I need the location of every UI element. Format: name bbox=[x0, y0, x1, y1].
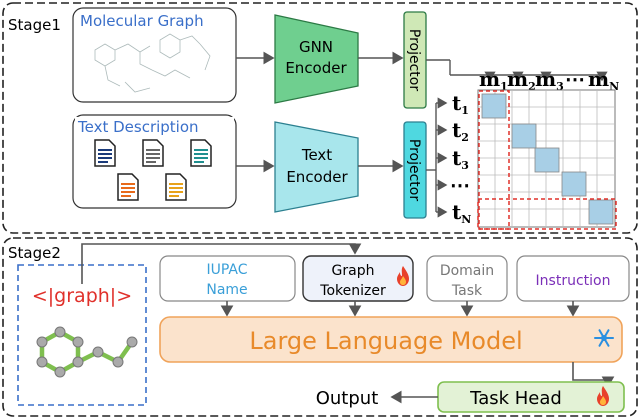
m-label-3: m3 bbox=[535, 67, 564, 93]
text-encoder-line1: Text bbox=[301, 146, 332, 164]
gnn-encoder-line1: GNN bbox=[299, 38, 333, 56]
llm-label: Large Language Model bbox=[249, 327, 522, 355]
stage2-frame bbox=[2, 237, 638, 417]
llm-box bbox=[159, 316, 623, 363]
document-icon bbox=[142, 139, 164, 167]
domain-task-line1: Domain bbox=[440, 263, 494, 279]
input-to-llm-arrows bbox=[220, 301, 580, 317]
instruction-label: Instruction bbox=[536, 273, 611, 289]
arrow-graph-to-tokenizer bbox=[81, 243, 362, 284]
document-icon bbox=[94, 139, 116, 167]
diag-cell bbox=[534, 147, 560, 173]
graph-branch-arrows bbox=[426, 59, 608, 82]
fire-icon bbox=[597, 386, 609, 406]
text-encoder-line2: Encoder bbox=[286, 168, 348, 186]
m-label-dots: ⋯ bbox=[565, 67, 585, 91]
t-label-1: t1 bbox=[452, 91, 469, 117]
graph-tokenizer-line2: Tokenizer bbox=[319, 283, 386, 299]
domain-task-line2: Task bbox=[451, 283, 483, 299]
gnn-encoder bbox=[274, 14, 359, 104]
molecular-graph-box bbox=[72, 7, 237, 103]
text-projector-label: Projector bbox=[406, 139, 422, 201]
fire-icon bbox=[397, 266, 409, 286]
t-label-dots: ⋯ bbox=[450, 173, 470, 197]
t-label-n: tN bbox=[452, 200, 471, 226]
similarity-matrix bbox=[477, 89, 617, 230]
iupac-line2: Name bbox=[206, 282, 247, 298]
diag-cell bbox=[511, 123, 537, 149]
graph-projector-label: Projector bbox=[406, 29, 422, 91]
diag-cell bbox=[481, 93, 507, 119]
text-description-title: Text Description bbox=[77, 118, 199, 136]
diag-cell bbox=[588, 199, 614, 225]
stage2-label: Stage2 bbox=[8, 244, 61, 262]
m-label-1: m1 bbox=[479, 67, 508, 93]
graph-token-label: <|graph|> bbox=[32, 285, 132, 307]
t-labels: t1 t2 t3 ⋯ tN bbox=[450, 91, 471, 226]
stage1-frame bbox=[2, 2, 638, 234]
task-head-label: Task Head bbox=[469, 388, 562, 409]
molecular-graph-title: Molecular Graph bbox=[80, 12, 204, 30]
text-branch-arrows bbox=[426, 97, 448, 218]
document-icon bbox=[190, 139, 212, 167]
t-label-3: t3 bbox=[452, 146, 469, 172]
m-label-2: m2 bbox=[507, 67, 536, 93]
gnn-encoder-line2: Encoder bbox=[285, 59, 347, 77]
molecule-sketch-icon bbox=[94, 33, 211, 93]
graph-tokenizer-box bbox=[302, 255, 414, 302]
iupac-line1: IUPAC bbox=[206, 262, 247, 278]
snowflake-icon bbox=[594, 329, 614, 347]
document-icon bbox=[165, 173, 187, 201]
molecule-atoms bbox=[36, 326, 138, 378]
graph-tokenizer-line1: Graph bbox=[332, 263, 375, 279]
document-icons bbox=[94, 139, 212, 201]
output-label: Output bbox=[316, 388, 379, 409]
diag-cell bbox=[561, 171, 587, 197]
t-label-2: t2 bbox=[452, 118, 469, 144]
stage1-label: Stage1 bbox=[8, 16, 61, 34]
text-encoder bbox=[274, 121, 359, 213]
m-labels: m1 m2 m3 ⋯ mN bbox=[479, 67, 619, 93]
document-icon bbox=[117, 173, 139, 201]
m-label-n: mN bbox=[588, 67, 619, 93]
